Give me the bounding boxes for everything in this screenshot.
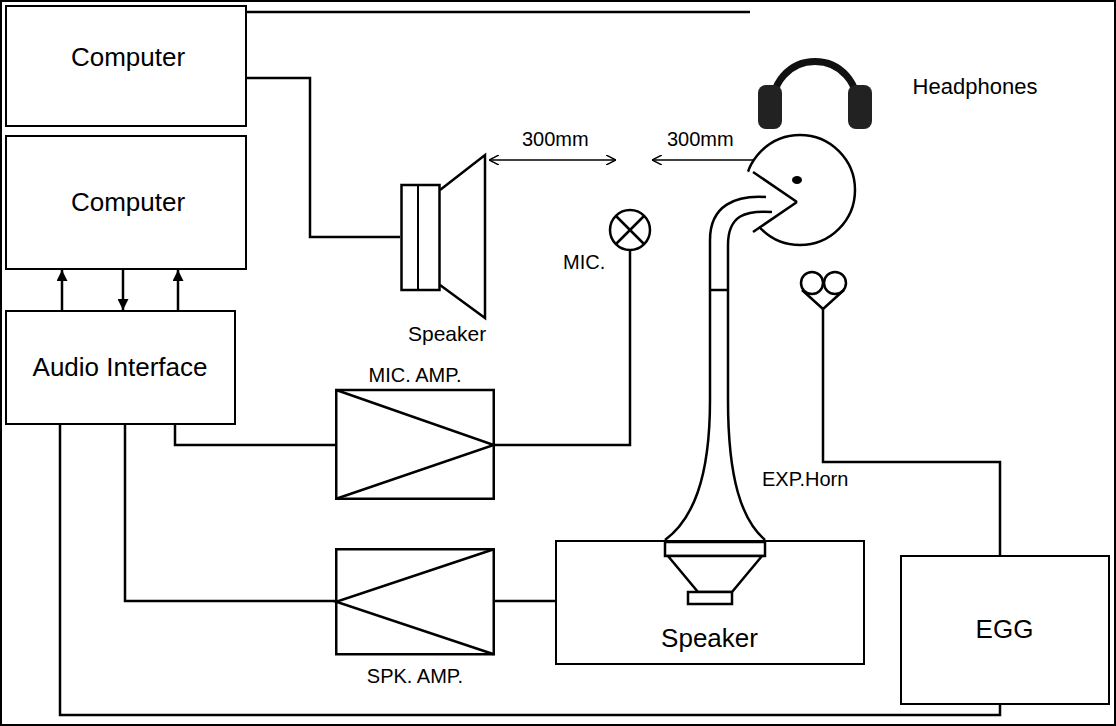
headphones-icon: Headphones	[750, 5, 1070, 130]
node-label: Speaker	[408, 322, 486, 345]
node-label: Audio Interface	[33, 353, 208, 382]
ear-cup	[758, 85, 782, 129]
amplifier-triangle	[336, 549, 494, 654]
microphone-cross	[616, 216, 644, 244]
electrode-lead	[802, 290, 844, 309]
dimension-line	[489, 159, 616, 161]
node-label: SPK. AMP.	[367, 665, 463, 687]
microphone-lead	[629, 250, 632, 275]
amplifier: SPK. AMP.	[335, 548, 495, 693]
horn-wall	[728, 212, 772, 540]
node-label: EGG	[976, 615, 1034, 644]
eye	[792, 176, 802, 184]
driver-magnet	[688, 592, 732, 604]
signal-wire	[247, 11, 750, 14]
speaker-icon: Speaker	[400, 150, 490, 347]
text-holder: Speaker	[400, 321, 494, 347]
text-holder: MIC. AMP.	[335, 362, 495, 388]
signal-wire	[247, 78, 400, 237]
egg-box: EGG	[900, 555, 1110, 705]
text-holder: MIC.	[555, 249, 613, 275]
driver-cone	[668, 556, 762, 592]
speaker-detail	[417, 185, 419, 290]
text-holder: Computer	[7, 22, 249, 92]
signal-wire	[60, 425, 1000, 715]
node-label: MIC.	[563, 251, 605, 273]
node-label: Computer	[71, 188, 185, 217]
dimension-label: 300mm	[665, 128, 736, 150]
speaker-magnet	[402, 185, 440, 290]
node-label: Headphones	[913, 75, 1038, 99]
microphone-symbol	[610, 210, 650, 250]
signal-arrow	[177, 270, 180, 310]
node-label: Speaker	[661, 624, 758, 653]
node-label: MIC. AMP.	[369, 364, 462, 386]
horn-wall	[665, 197, 766, 540]
interface-box: Audio Interface	[5, 310, 236, 425]
text-holder: Speaker	[557, 618, 862, 658]
mouth-opening	[742, 168, 797, 238]
shape-outline	[750, 5, 1070, 130]
horn-joint	[710, 289, 728, 292]
mouth-line	[753, 202, 797, 232]
microphone-cross	[616, 216, 644, 244]
dimension-label: 300mm	[520, 128, 591, 150]
microphone: MIC.	[555, 205, 655, 275]
text-holder: Headphones	[885, 67, 1065, 107]
signal-wire	[495, 600, 555, 603]
egg-wire	[823, 309, 1000, 555]
text-holder: Computer	[7, 137, 249, 267]
amplifier-triangle	[336, 390, 494, 499]
computer-box: Computer	[5, 5, 247, 127]
amplifier-box	[336, 549, 494, 654]
speaker-cone	[440, 155, 485, 318]
headband	[772, 62, 859, 118]
ear-cup	[848, 85, 872, 129]
text-holder: Audio Interface	[7, 312, 233, 422]
computer-box: Computer	[5, 135, 247, 270]
signal-arrow	[61, 270, 64, 310]
signal-wire	[175, 425, 335, 445]
signal-wire	[125, 425, 335, 601]
horn-flange	[665, 542, 765, 556]
speaker-box: Speaker	[555, 540, 865, 665]
amplifier-box	[336, 390, 494, 499]
amplifier: MIC. AMP.	[335, 362, 495, 500]
signal-arrow	[122, 270, 125, 310]
shape-outline	[400, 150, 490, 347]
signal-wire	[495, 275, 630, 445]
part-label: EXP.Horn	[760, 468, 850, 490]
text-holder: SPK. AMP.	[335, 662, 495, 690]
node-label: Computer	[71, 43, 185, 72]
text-holder: EGG	[902, 557, 1107, 702]
